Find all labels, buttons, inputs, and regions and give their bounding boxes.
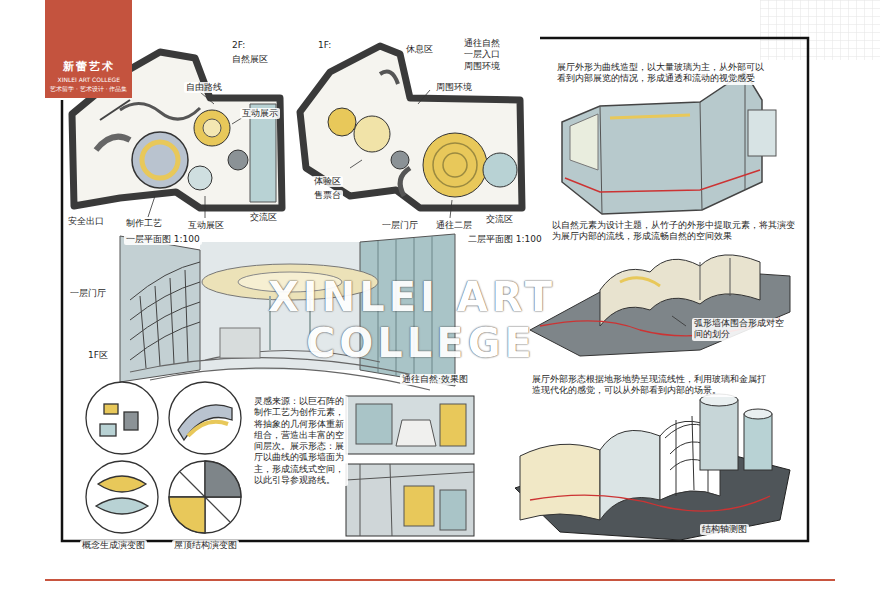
annotation: 自由路线 xyxy=(184,82,224,93)
annotation: 展厅外形为曲线造型，以大量玻璃为主，从外部可以看到内部展览的情况，形成通透和流动… xyxy=(555,62,769,85)
annotation: 互动展区 xyxy=(186,220,226,231)
annotation: 周围环境 xyxy=(434,82,474,93)
annotation: 以自然元素为设计主题，从竹子的外形中提取元素，将其演变为展厅内部的流线，形成流畅… xyxy=(550,220,802,243)
annotation: 通往二层 xyxy=(434,220,474,231)
watermark: XINLEI ART xyxy=(268,272,556,322)
annotation: 二层平面图 1:100 xyxy=(466,234,544,245)
annotation: 自然展区 xyxy=(230,54,270,65)
annotation: 安全出口 xyxy=(66,216,106,227)
annotation: 一层门厅 xyxy=(68,288,108,299)
annotation: 体验区 xyxy=(312,176,343,187)
annotation: 结构轴测图 xyxy=(700,524,749,535)
annotation: 概念生成演变图 xyxy=(80,540,147,551)
logo-text: 新蕾艺术 xyxy=(63,59,115,74)
annotation: 售票台 xyxy=(312,190,343,201)
annotation: 1F区 xyxy=(86,350,110,361)
annotation: 灵感来源：以巨石阵的制作工艺为创作元素，将抽象的几何形体重新组合，营造出丰富的空… xyxy=(252,396,348,486)
annotation: 制作工艺 xyxy=(124,218,164,229)
annotation: 1F: xyxy=(316,40,333,51)
annotation: 一层平面图 1:100 xyxy=(124,234,202,245)
annotation: 一层门厅 xyxy=(380,220,420,231)
annotation: 交流区 xyxy=(248,212,279,223)
annotation: 互动展示 xyxy=(240,108,280,119)
annotation: 通往自然·效果图 xyxy=(400,374,470,385)
logo-text: 艺术留学 · 艺术设计 · 作品集 xyxy=(50,85,127,94)
annotation: 交流区 xyxy=(484,214,515,225)
annotation: 通往自然 一层入口 周围环境 xyxy=(462,38,508,72)
logo-box: 新蕾艺术 XINLEI ART COLLEGE 艺术留学 · 艺术设计 · 作品集 xyxy=(45,0,132,98)
watermark: COLLEGE xyxy=(306,318,536,368)
annotation: 弧形墙体围合形成对空间的划分 xyxy=(692,318,792,341)
annotation: 展厅外部形态根据地形地势呈现流线性，利用玻璃和金属打造现代化的感觉，可以从外部看… xyxy=(530,374,774,397)
annotation: 休息区 xyxy=(404,44,435,55)
annotation: 2F: xyxy=(230,40,247,51)
annotation: 屋顶结构演变图 xyxy=(172,540,239,551)
logo-text: XINLEI ART COLLEGE xyxy=(58,76,120,83)
